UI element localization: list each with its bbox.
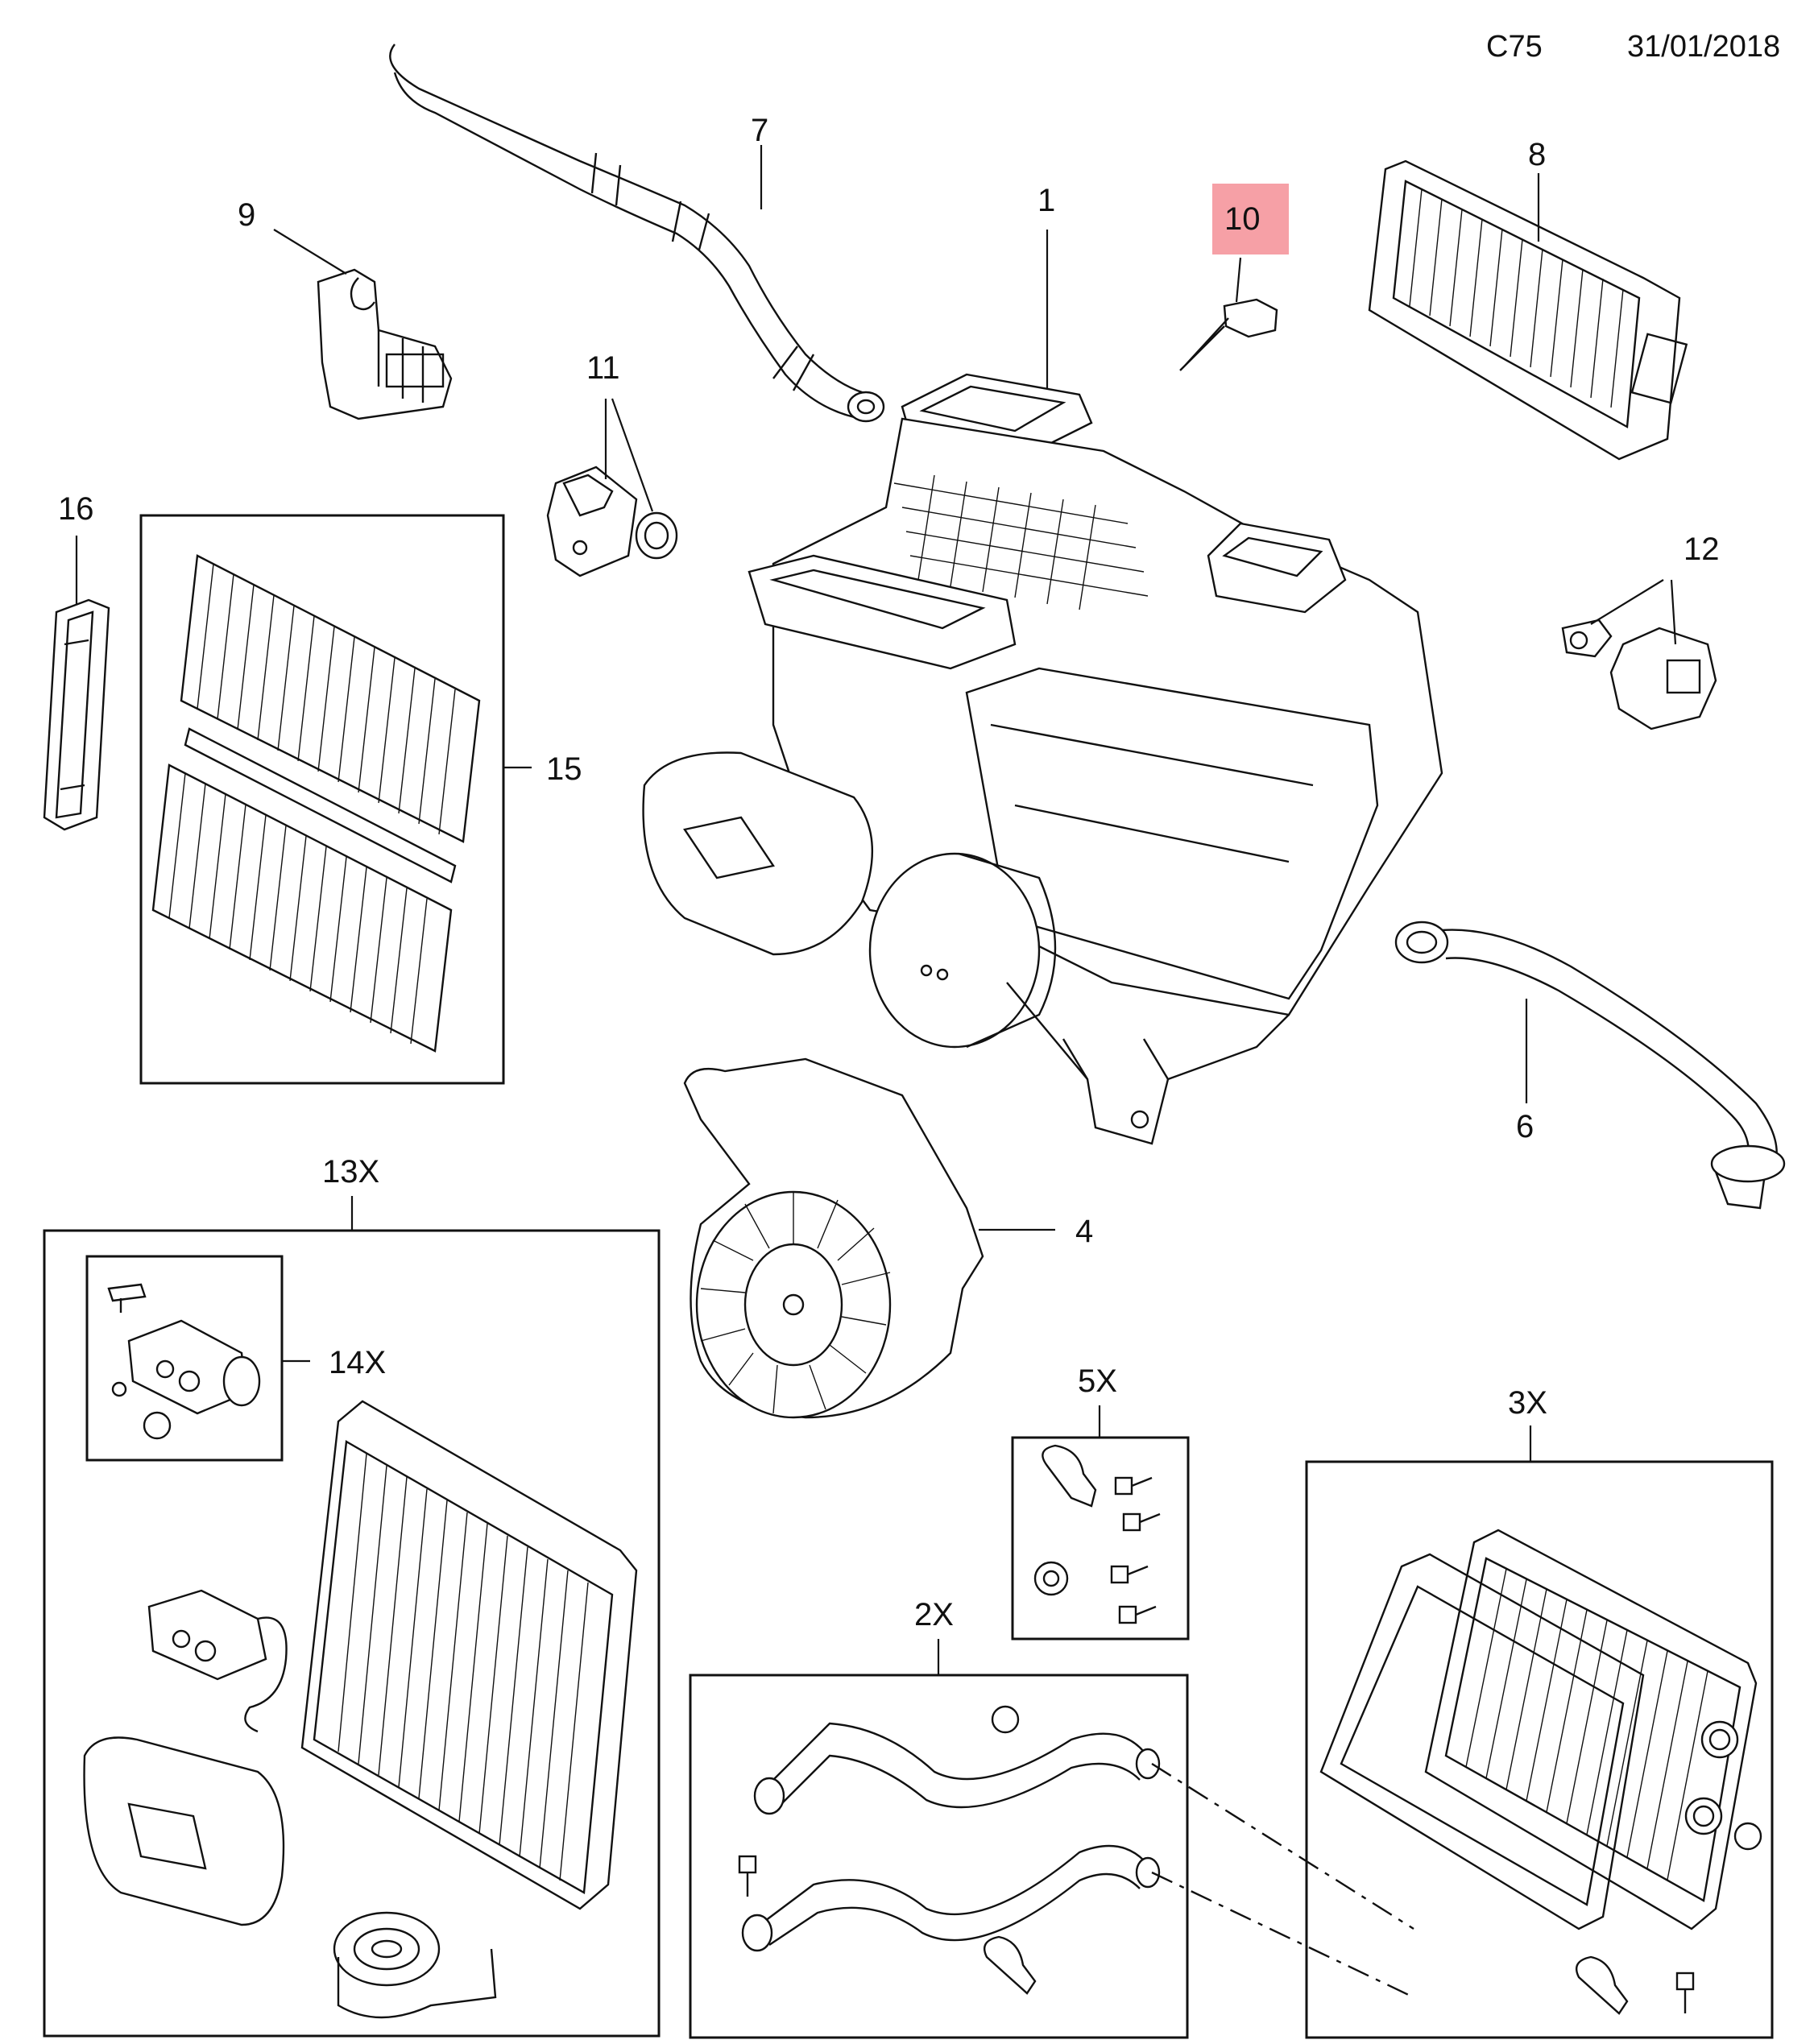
part-14x-expansion-valve-kit[interactable]: 14X bbox=[85, 1255, 386, 1462]
diagram-code: C75 bbox=[1486, 30, 1543, 64]
diagram-date: 31/01/2018 bbox=[1627, 30, 1780, 64]
label-part-4: 4 bbox=[1075, 1214, 1093, 1249]
part-6-drain-hose[interactable]: 6 bbox=[1394, 921, 1786, 1210]
part-2x-heater-hoses-kit[interactable]: 2X bbox=[689, 1597, 1414, 2039]
label-part-16: 16 bbox=[58, 491, 94, 527]
part-9-blower-resistor[interactable]: 9 bbox=[238, 197, 453, 420]
part-3x-heater-core-kit[interactable]: 3X bbox=[1305, 1385, 1774, 2039]
part-8-heater-core[interactable]: 8 bbox=[1368, 137, 1688, 461]
label-part-6: 6 bbox=[1516, 1109, 1534, 1144]
label-part-12: 12 bbox=[1684, 532, 1720, 567]
label-part-13x: 13X bbox=[322, 1154, 379, 1190]
label-part-3x: 3X bbox=[1508, 1385, 1547, 1421]
part-11-actuator[interactable]: 11 bbox=[546, 350, 678, 577]
label-part-10: 10 bbox=[1224, 201, 1261, 237]
part-4-blower-fan[interactable]: 4 bbox=[683, 1057, 1093, 1419]
part-16-filter-cover[interactable]: 16 bbox=[43, 491, 110, 831]
label-part-11: 11 bbox=[586, 350, 620, 386]
part-1-hvac-housing[interactable]: 1 bbox=[642, 183, 1443, 1145]
label-part-8: 8 bbox=[1528, 137, 1546, 172]
part-10-temperature-sensor[interactable]: 10 bbox=[1179, 184, 1289, 371]
part-13x-evaporator-kit[interactable]: 13X bbox=[43, 1154, 661, 2038]
label-part-7: 7 bbox=[751, 113, 768, 148]
label-part-14x: 14X bbox=[329, 1345, 386, 1380]
label-part-2x: 2X bbox=[914, 1597, 954, 1632]
label-part-9: 9 bbox=[238, 197, 255, 233]
part-7-hose[interactable]: 7 bbox=[389, 43, 885, 423]
part-12-actuator[interactable]: 12 bbox=[1561, 532, 1720, 730]
part-5x-clip-screw-kit[interactable]: 5X bbox=[1011, 1363, 1190, 1641]
part-15-cabin-filter[interactable]: 15 bbox=[139, 514, 582, 1085]
label-part-1: 1 bbox=[1037, 183, 1055, 218]
part-10-highlight bbox=[1212, 184, 1289, 254]
label-part-15: 15 bbox=[546, 751, 582, 787]
label-part-5x: 5X bbox=[1078, 1363, 1117, 1399]
